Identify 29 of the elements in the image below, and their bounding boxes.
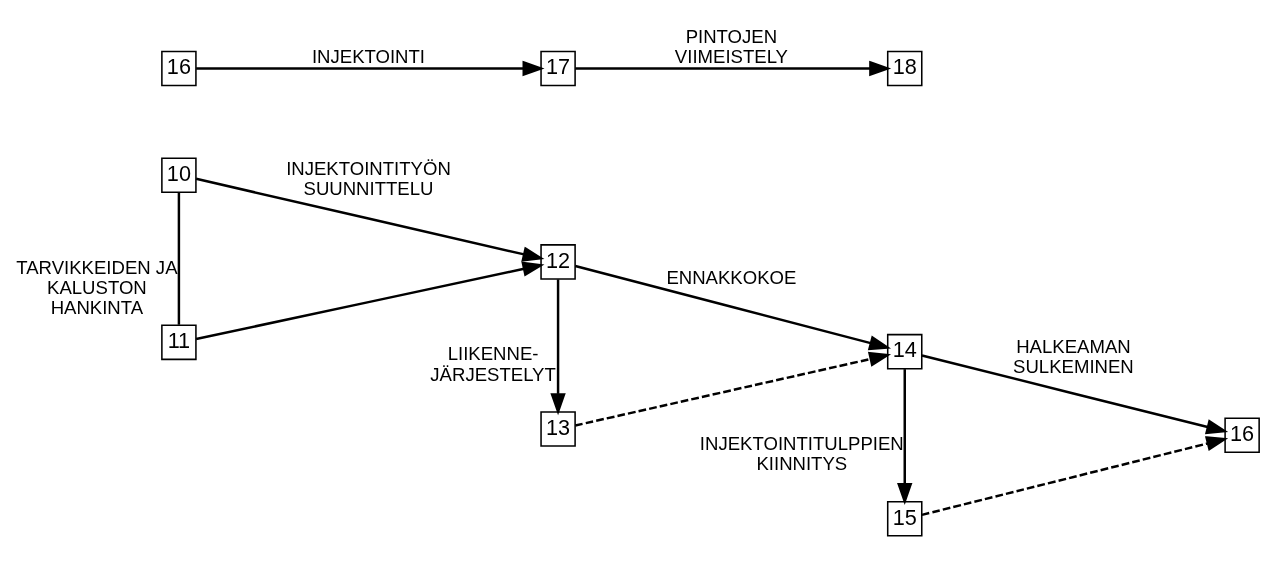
edge-label: LIIKENNE- JÄRJESTELYT [430,342,556,385]
arrow [921,353,1229,434]
node-box: 17 [540,50,576,86]
node-box: 12 [540,243,576,280]
arrow [195,261,545,340]
edge-label: TARVIKKEIDEN JA KALUSTON HANKINTA [16,256,178,318]
arrow [574,264,892,350]
arrow [550,278,566,415]
edge-label: PINTOJEN VIIMEISTELY [674,25,788,67]
arrow [575,351,892,427]
arrow [575,60,892,76]
node-box: 10 [161,156,197,193]
node-box: 14 [886,333,923,369]
node-box: 16 [161,50,197,86]
arrow [897,368,913,505]
edge-label: INJEKTOINTITULPPIEN KIINNITYS [699,432,904,474]
connector [177,192,181,325]
edge-label: INJEKTOINTITYÖN SUUNNITTELU [286,157,451,199]
arrow [921,435,1229,516]
node-box: 16 [1224,416,1260,453]
node-box: 11 [161,324,197,360]
arrow [196,60,545,76]
arrow [195,177,545,262]
edge-label: HALKEAMAN SULKEMINEN [1013,335,1134,377]
edge-label: INJEKTOINTI [311,45,426,67]
node-box: 13 [540,410,576,447]
node-box: 18 [886,50,923,86]
node-box: 15 [886,500,923,537]
edge-label: ENNAKKOKOE [666,266,797,288]
